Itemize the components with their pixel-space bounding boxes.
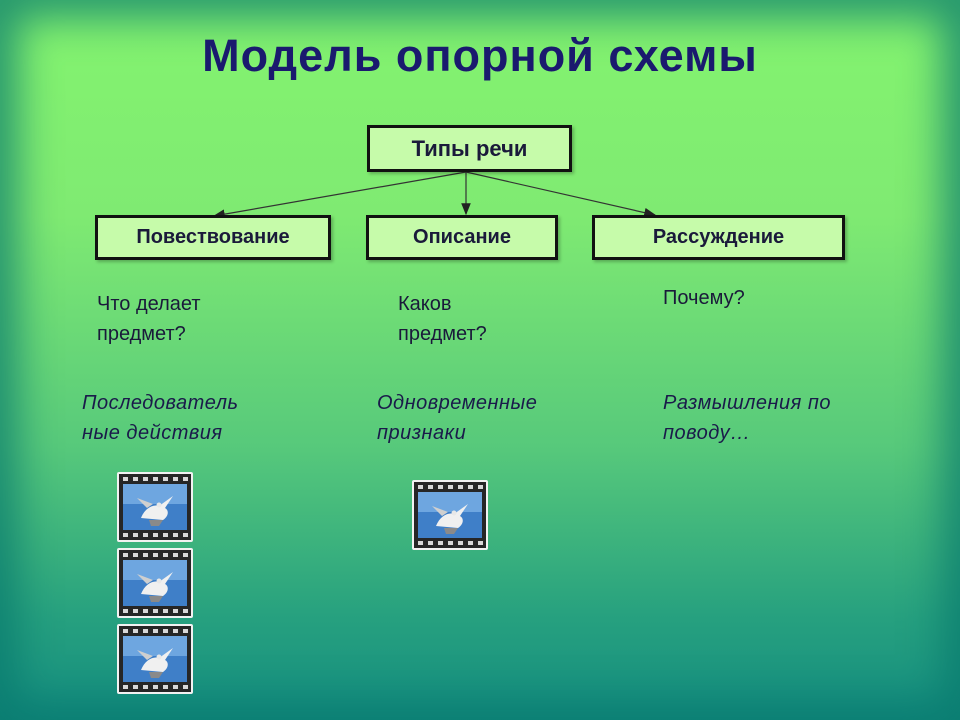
question-reasoning: Почему? (663, 283, 863, 313)
desc-line: признаки (377, 418, 577, 448)
desc-line: Размышления по (663, 388, 863, 418)
desc-narration: Последователь ные действия (82, 388, 272, 448)
node-reasoning: Рассуждение (592, 215, 845, 260)
desc-reasoning: Размышления по поводу… (663, 388, 863, 448)
desc-description: Одновременные признаки (377, 388, 577, 448)
question-line: предмет? (398, 319, 598, 349)
film-frame-icon[interactable] (117, 624, 193, 694)
desc-line: Последователь (82, 388, 272, 418)
film-frame-icon[interactable] (412, 480, 488, 550)
arrow-to-narration (214, 172, 466, 216)
question-description: Каков предмет? (398, 289, 598, 349)
root-node-speech-types: Типы речи (367, 125, 572, 172)
desc-line: ные действия (82, 418, 272, 448)
question-narration: Что делает предмет? (97, 289, 297, 349)
film-frame-icon[interactable] (117, 548, 193, 618)
arrow-to-reasoning (466, 172, 655, 215)
question-line: Почему? (663, 283, 863, 313)
film-frame-icon[interactable] (117, 472, 193, 542)
desc-line: поводу… (663, 418, 863, 448)
node-narration: Повествование (95, 215, 331, 260)
question-line: предмет? (97, 319, 297, 349)
desc-line: Одновременные (377, 388, 577, 418)
question-line: Каков (398, 289, 598, 319)
question-line: Что делает (97, 289, 297, 319)
node-description: Описание (366, 215, 558, 260)
